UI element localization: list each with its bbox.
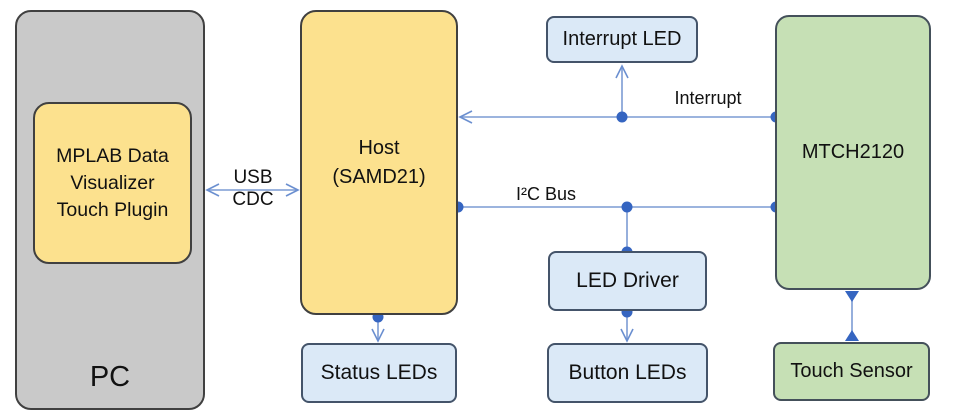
interrupt-wire-label: Interrupt [674, 88, 742, 108]
mplab-plugin-label: MPLAB Data Visualizer Touch Plugin [56, 144, 169, 221]
junction-dot [621, 201, 633, 213]
triangle-arrow [845, 291, 859, 302]
mtch2120-label: MTCH2120 [801, 141, 905, 163]
block-button-leds: Button LEDs [547, 343, 708, 403]
status-leds-label: Status LEDs [320, 361, 438, 384]
block-mtch2120: MTCH2120 [775, 15, 931, 290]
i2c-connector [458, 206, 778, 252]
triangle-arrow [845, 330, 859, 341]
interrupt-led-label: Interrupt LED [562, 28, 682, 50]
button-leds-label: Button LEDs [568, 361, 687, 384]
host-label-line1: Host [358, 136, 400, 159]
usb-label-line2: CDC [232, 189, 274, 210]
pc-label: PC [89, 361, 131, 393]
block-touch-sensor: Touch Sensor [773, 342, 930, 401]
block-led-driver: LED Driver [548, 251, 707, 311]
usb-cdc-wire-label: USB CDC [207, 167, 299, 211]
block-interrupt-led: Interrupt LED [546, 16, 698, 63]
block-status-leds: Status LEDs [301, 343, 457, 403]
led-driver-label: LED Driver [576, 269, 679, 292]
block-mplab-plugin: MPLAB Data Visualizer Touch Plugin [33, 102, 192, 264]
usb-label-line1: USB [233, 167, 273, 188]
i2c-bus-wire-label: I²C Bus [515, 184, 576, 204]
usb-cdc-connector [205, 183, 300, 197]
junction-dot [616, 111, 628, 123]
host-label-line2: (SAMD21) [332, 165, 426, 188]
block-host: Host (SAMD21) [300, 10, 458, 315]
touch-sensor-label: Touch Sensor [790, 360, 913, 382]
